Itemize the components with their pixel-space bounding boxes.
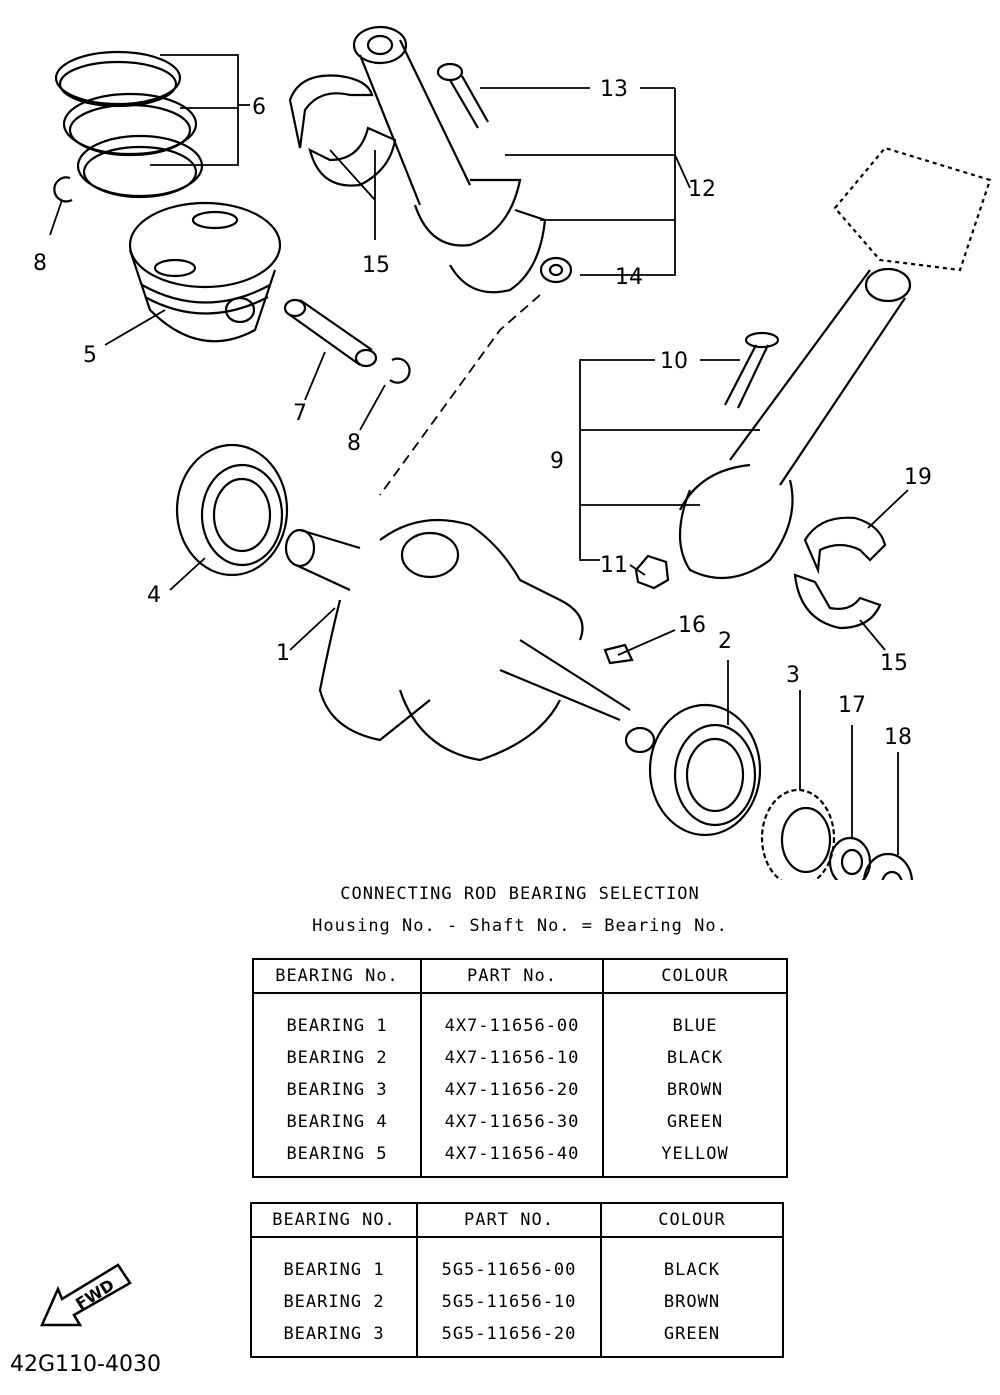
fwd-label: FWD xyxy=(72,1275,118,1313)
piston-pin-part-7 xyxy=(283,298,378,368)
column-header-bearing-no: BEARING NO. xyxy=(250,1202,418,1238)
rod-bearing-part-15-right xyxy=(793,573,882,630)
callout-2: 2 xyxy=(718,629,732,654)
callout-18: 18 xyxy=(884,725,912,750)
callout-15b: 15 xyxy=(880,651,908,676)
bearing-cell: BEARING 1 xyxy=(252,993,422,1042)
table-row: BEARING 1 5G5-11656-00 BLACK xyxy=(250,1237,784,1286)
part-no-cell: 5G5-11656-10 xyxy=(416,1286,602,1318)
rod-bolt-part-10 xyxy=(724,331,780,409)
table-row: BEARING 3 4X7-11656-20 BROWN xyxy=(252,1074,788,1106)
part-no-cell: 5G5-11656-20 xyxy=(416,1318,602,1358)
leader-lines xyxy=(49,54,909,855)
colour-cell: BLACK xyxy=(600,1237,784,1286)
bearing-cell: BEARING 3 xyxy=(252,1074,422,1106)
callout-15a: 15 xyxy=(362,253,390,278)
crank-nut-part-18 xyxy=(862,852,914,880)
column-header-bearing-no: BEARING No. xyxy=(252,958,422,994)
piston-part-5 xyxy=(128,201,282,343)
callout-19: 19 xyxy=(904,465,932,490)
circlip-part-8-right xyxy=(389,357,411,384)
figure-code: 42G110-4030 xyxy=(10,1352,161,1377)
table-row: BEARING 4 4X7-11656-30 GREEN xyxy=(252,1106,788,1138)
colour-cell: BROWN xyxy=(600,1286,784,1318)
part-no-cell: 4X7-11656-00 xyxy=(420,993,604,1042)
colour-cell: BROWN xyxy=(602,1074,788,1106)
callout-5: 5 xyxy=(83,343,97,368)
callout-8b: 8 xyxy=(347,431,361,456)
callout-17: 17 xyxy=(838,693,866,718)
bearing-table-5g5: BEARING NO. PART NO. COLOUR BEARING 1 5G… xyxy=(250,1202,784,1358)
connecting-rod-part-12 xyxy=(352,25,547,294)
callout-1: 1 xyxy=(276,641,290,666)
table-row: BEARING 3 5G5-11656-20 GREEN xyxy=(250,1318,784,1358)
bearing-cell: BEARING 1 xyxy=(250,1237,418,1286)
rod-bearing-part-19 xyxy=(803,516,887,575)
rod-bolt-part-13 xyxy=(436,62,489,129)
callout-12: 12 xyxy=(688,177,716,202)
bearing-cell: BEARING 5 xyxy=(252,1138,422,1178)
bearing-cell: BEARING 2 xyxy=(252,1042,422,1074)
crank-bearing-part-4 xyxy=(175,443,289,577)
selection-title: CONNECTING ROD BEARING SELECTION xyxy=(340,884,700,904)
callout-4: 4 xyxy=(147,583,161,608)
callout-13: 13 xyxy=(600,77,628,102)
bearing-cell: BEARING 2 xyxy=(250,1286,418,1318)
table-row: BEARING 2 4X7-11656-10 BLACK xyxy=(252,1042,788,1074)
part-no-cell: 4X7-11656-10 xyxy=(420,1042,604,1074)
callout-10: 10 xyxy=(660,349,688,374)
callout-9: 9 xyxy=(550,449,564,474)
colour-cell: GREEN xyxy=(600,1318,784,1358)
callout-11: 11 xyxy=(600,553,628,578)
part-no-cell: 4X7-11656-30 xyxy=(420,1106,604,1138)
crank-bearing-part-2 xyxy=(648,703,762,837)
bearing-cell: BEARING 4 xyxy=(252,1106,422,1138)
callout-3: 3 xyxy=(786,663,800,688)
rod-bearing-part-15-top xyxy=(288,74,397,187)
part-no-cell: 4X7-11656-40 xyxy=(420,1138,604,1178)
bearing-table-4x7: BEARING No. PART No. COLOUR BEARING 1 4X… xyxy=(252,958,788,1178)
woodruff-key-part-16 xyxy=(603,643,634,665)
selection-formula: Housing No. - Shaft No. = Bearing No. xyxy=(312,916,728,936)
callout-16: 16 xyxy=(678,613,706,638)
callout-8a: 8 xyxy=(33,251,47,276)
column-header-part-no: PART No. xyxy=(420,958,604,994)
piston-rings-part-6 xyxy=(54,50,204,199)
part-no-cell: 4X7-11656-20 xyxy=(420,1074,604,1106)
table-row: BEARING 2 5G5-11656-10 BROWN xyxy=(250,1286,784,1318)
fwd-arrow-icon: FWD xyxy=(40,1263,132,1327)
column-header-colour: COLOUR xyxy=(600,1202,784,1238)
circlip-part-8-left xyxy=(53,176,73,203)
connecting-rod-assembly-part-9 xyxy=(678,146,992,580)
bearing-cell: BEARING 3 xyxy=(250,1318,418,1358)
colour-cell: BLACK xyxy=(602,1042,788,1074)
crankshaft-part-1 xyxy=(284,518,656,762)
callout-7: 7 xyxy=(293,401,307,426)
colour-cell: BLUE xyxy=(602,993,788,1042)
callout-14: 14 xyxy=(615,265,643,290)
colour-cell: GREEN xyxy=(602,1106,788,1138)
timing-gear-part-3 xyxy=(760,788,836,880)
column-header-part-no: PART NO. xyxy=(416,1202,602,1238)
table-row: BEARING 5 4X7-11656-40 YELLOW xyxy=(252,1138,788,1178)
rod-nut-part-11 xyxy=(634,554,670,590)
table-row: BEARING 1 4X7-11656-00 BLUE xyxy=(252,993,788,1042)
colour-cell: YELLOW xyxy=(602,1138,788,1178)
exploded-parts-diagram: 1 2 3 4 5 6 7 8 8 9 10 11 12 13 14 15 15… xyxy=(33,25,992,880)
callout-6: 6 xyxy=(252,95,266,120)
part-no-cell: 5G5-11656-00 xyxy=(416,1237,602,1286)
column-header-colour: COLOUR xyxy=(602,958,788,994)
rod-nut-part-14 xyxy=(539,256,573,284)
